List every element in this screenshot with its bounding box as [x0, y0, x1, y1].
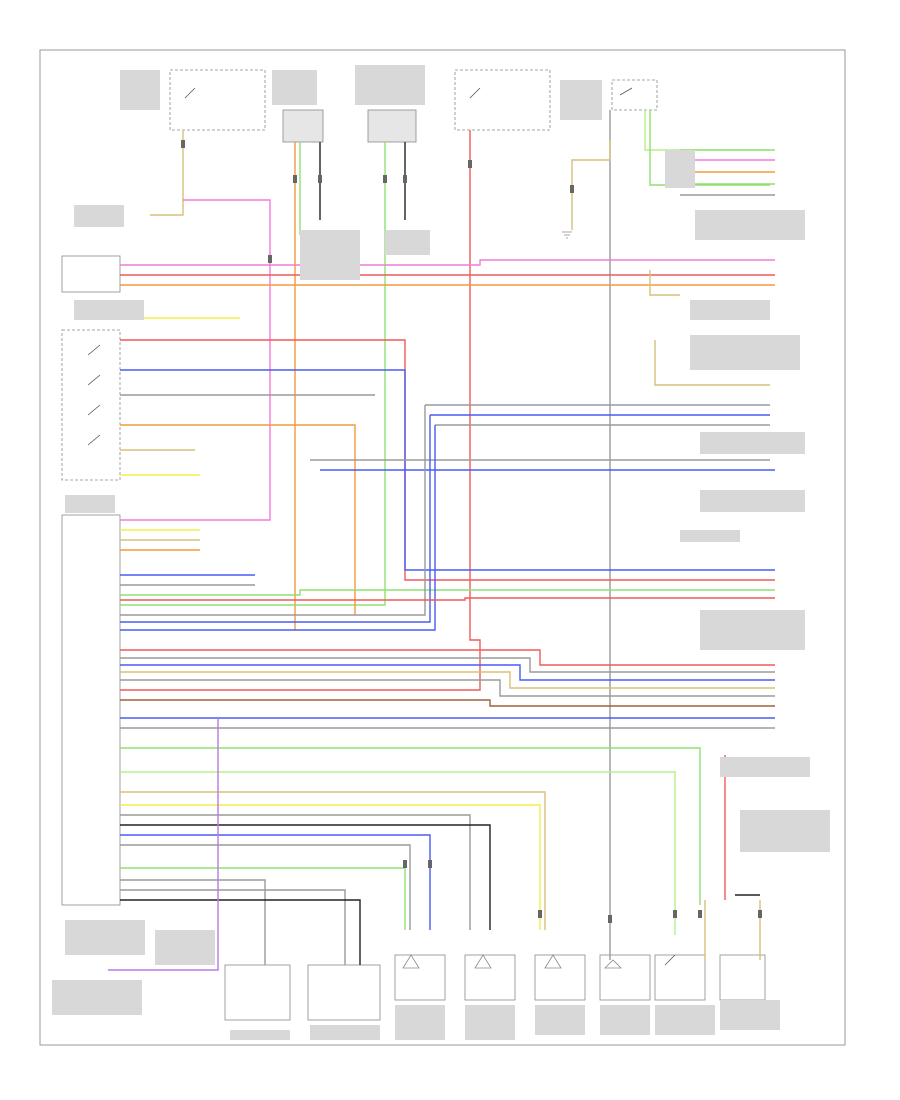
top-component-4	[454, 69, 551, 131]
wire-horizontal	[120, 589, 775, 596]
label-placeholders	[52, 65, 830, 1040]
top-component-2	[282, 109, 324, 143]
wire-vertical	[108, 718, 219, 971]
bottom-component-2	[307, 964, 381, 1021]
connector-icon	[428, 860, 432, 868]
connector-icon	[403, 175, 407, 183]
wire-vertical	[649, 110, 770, 186]
connector-icon	[403, 860, 407, 868]
wire-horizontal	[120, 771, 676, 935]
left-switch-module-box	[61, 329, 121, 481]
wire-horizontal	[120, 791, 546, 930]
main-module-bus	[120, 405, 775, 631]
bottom-component-7	[654, 954, 706, 1001]
ground-icon	[604, 959, 622, 969]
bottom-components	[224, 954, 766, 1021]
wire-horizontal	[120, 679, 775, 697]
bottom-component-6	[599, 954, 651, 1001]
connector-icon	[673, 910, 677, 918]
wire-horizontal	[120, 649, 775, 666]
wire-horizontal	[120, 425, 436, 631]
ground-icon	[562, 231, 572, 239]
wire-horizontal	[120, 804, 541, 930]
bottom-component-3	[394, 954, 446, 1001]
ground-icon	[402, 954, 420, 969]
bottom-component-8	[719, 954, 766, 1001]
switch-module-wires	[120, 317, 775, 615]
connector-icon	[538, 910, 542, 918]
wire-horizontal	[120, 671, 775, 689]
connector-icon	[181, 140, 185, 148]
switch-icon	[619, 87, 633, 96]
wire-horizontal	[120, 899, 361, 965]
data-bus-wires	[120, 649, 775, 729]
wire-horizontal	[120, 415, 431, 623]
wire-horizontal	[120, 879, 266, 965]
diagram-frame	[39, 49, 846, 1046]
right-middle-wires	[310, 404, 775, 471]
wire-vertical	[644, 110, 770, 151]
top-component-1	[169, 69, 266, 131]
wire-horizontal	[120, 844, 411, 930]
top-component-5	[611, 79, 658, 111]
ground-icons	[402, 231, 622, 969]
wire-horizontal	[120, 424, 356, 615]
switch-icons	[87, 87, 676, 966]
connector-icon	[758, 910, 762, 918]
wire-horizontal	[120, 814, 471, 930]
wire-horizontal	[120, 867, 406, 930]
wire-horizontal	[120, 889, 346, 965]
switch-icon	[184, 87, 196, 99]
switch-icon	[469, 87, 481, 99]
connector-icon	[383, 175, 387, 183]
ground-icon	[474, 954, 492, 969]
wire-horizontal	[120, 597, 775, 601]
wire-horizontal	[649, 270, 680, 296]
connector-icon	[698, 910, 702, 918]
wire-vertical	[571, 140, 611, 230]
ground-icon	[544, 954, 562, 969]
connector-icon	[293, 175, 297, 183]
bottom-component-4	[464, 954, 516, 1001]
connector-icon	[318, 175, 322, 183]
wire-vertical	[150, 130, 184, 216]
connector-icons	[181, 140, 762, 923]
wire-horizontal	[120, 405, 426, 616]
wire-vertical	[120, 142, 386, 606]
wire-horizontal	[120, 824, 491, 930]
upper-bus-wires	[120, 259, 775, 386]
wire-horizontal	[120, 664, 775, 681]
switch-icon	[87, 344, 101, 356]
bottom-component-5	[534, 954, 586, 1001]
top-component-3	[367, 109, 417, 143]
left-top-module-box	[61, 255, 121, 293]
bottom-component-1	[224, 964, 291, 1021]
top-components	[169, 69, 658, 143]
switch-icon	[87, 404, 101, 416]
connector-icon	[608, 915, 612, 923]
wire-vertical	[120, 199, 271, 521]
switch-icon	[664, 954, 676, 966]
wire-horizontal	[120, 699, 775, 707]
connector-icon	[570, 185, 574, 193]
right-top-wires	[680, 149, 775, 196]
connector-icon	[268, 255, 272, 263]
switch-icon	[87, 374, 101, 386]
wire-horizontal	[120, 834, 431, 930]
wire-horizontal	[120, 747, 701, 905]
left-main-module-box	[61, 514, 121, 906]
wire-horizontal	[120, 657, 775, 673]
wire-horizontal	[120, 259, 775, 266]
switch-icon	[87, 434, 101, 446]
left-module-boxes	[61, 255, 121, 906]
connector-icon	[468, 160, 472, 168]
wire-horizontal	[654, 340, 770, 386]
